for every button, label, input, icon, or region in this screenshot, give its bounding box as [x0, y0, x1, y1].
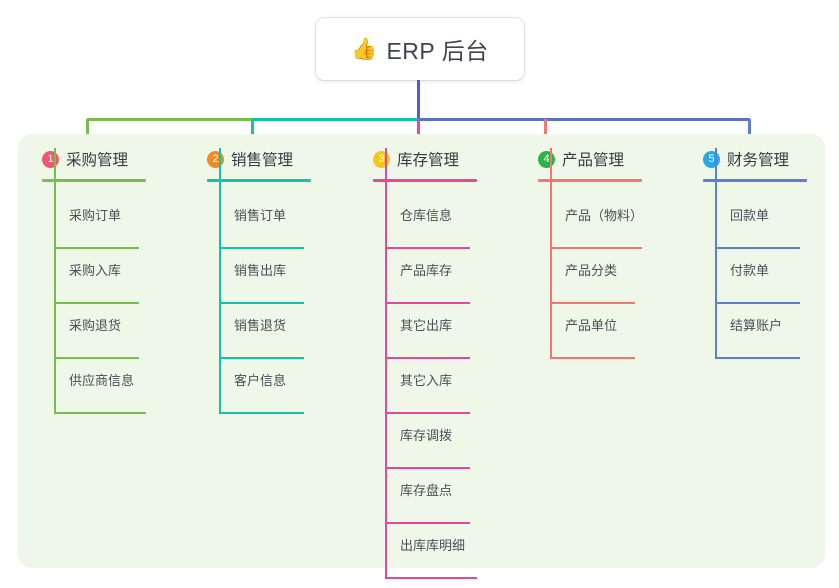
branch-spine: [715, 148, 717, 359]
branch-header-5[interactable]: 5 财务管理: [703, 148, 789, 170]
branch-leaf-underline: [550, 302, 635, 304]
branch-leaf-underline: [385, 247, 470, 249]
branch-leaf-underline: [219, 357, 304, 359]
branch-leaf-underline: [385, 412, 470, 414]
branch-header-underline: [42, 179, 146, 182]
branch-column-2: 2 销售管理销售订单销售出库销售退货客户信息: [207, 148, 311, 414]
branch-column-4: 4 产品管理产品（物料） 产品分类产品单位: [538, 148, 643, 359]
branch-leaf-label: 仓库信息: [400, 208, 453, 223]
bus-green: [87, 117, 253, 121]
branch-leaf-underline: [385, 357, 470, 359]
branch-leaf-underline: [54, 302, 139, 304]
branch-leaf-label: 采购订单: [69, 208, 122, 223]
branch-number-badge: 3: [373, 150, 390, 168]
branch-leaf-label: 库存调拨: [400, 428, 453, 443]
branch-leaf-underline: [385, 522, 470, 524]
branch-leaf-label: 销售退货: [234, 318, 287, 333]
branch-title: 产品管理: [562, 152, 625, 169]
thumbs-up-icon: 👍: [351, 37, 378, 61]
branch-leaf-label: 产品（物料）: [565, 208, 644, 223]
branch-leaf-label: 出库库明细: [400, 538, 466, 553]
branch-header-underline: [703, 179, 807, 182]
branch-header-underline: [373, 179, 477, 182]
branch-leaf-underline: [715, 247, 800, 249]
branch-leaf-label: 库存盘点: [400, 483, 453, 498]
branch-number-badge: 4: [538, 150, 555, 168]
branch-leaf-underline: [54, 357, 139, 359]
branch-leaf-label: 采购退货: [69, 318, 122, 333]
branch-leaf-label: 付款单: [730, 263, 770, 278]
branch-column-5: 5 财务管理回款单付款单结算账户: [703, 148, 807, 359]
branch-spine: [550, 148, 552, 359]
branch-spine: [219, 148, 221, 414]
branch-leaf-label: 其它出库: [400, 318, 453, 333]
bus-teal: [252, 117, 419, 121]
branch-leaf-underline: [385, 467, 470, 469]
branch-leaf-underline: [219, 412, 304, 414]
branch-leaf-label: 产品单位: [565, 318, 618, 333]
branch-leaf-label: 采购入库: [69, 263, 122, 278]
branch-title: 采购管理: [66, 152, 129, 169]
branch-leaf-label: 供应商信息: [69, 373, 135, 388]
root-node-title: ERP 后台: [386, 38, 489, 64]
branch-leaf-underline: [54, 247, 139, 249]
branch-leaf-underline: [219, 302, 304, 304]
branch-number-badge: 1: [42, 150, 59, 168]
bus-blue: [418, 117, 750, 121]
branch-header-underline: [538, 179, 642, 182]
branch-leaf-label: 销售订单: [234, 208, 287, 223]
branch-leaf-label: 其它入库: [400, 373, 453, 388]
branch-column-3: 3 库存管理仓库信息产品库存其它出库其它入库库存调拨库存盘点出库库明细: [373, 148, 477, 579]
branch-leaf-label: 产品分类: [565, 263, 618, 278]
trunk-line: [416, 80, 420, 121]
branch-leaf-label: 结算账户: [730, 318, 783, 333]
branch-title: 财务管理: [727, 152, 790, 169]
branches-panel: [18, 134, 825, 568]
branch-number-badge: 2: [207, 150, 224, 168]
branch-leaf-underline: [385, 302, 470, 304]
branch-number-badge: 5: [703, 150, 720, 168]
branch-leaf-underline: [715, 357, 800, 359]
branch-leaf-underline: [385, 577, 477, 579]
branch-title: 销售管理: [231, 152, 294, 169]
branch-leaf-label: 回款单: [730, 208, 770, 223]
branch-leaf-underline: [219, 247, 304, 249]
branch-leaf-label: 客户信息: [234, 373, 287, 388]
branch-leaf-label: 产品库存: [400, 263, 453, 278]
branch-leaf-underline: [715, 302, 800, 304]
branch-column-1: 1 采购管理采购订单采购入库采购退货供应商信息: [42, 148, 146, 414]
branch-title: 库存管理: [397, 152, 460, 169]
branch-leaf-label: 销售出库: [234, 263, 287, 278]
root-node-card[interactable]: 👍 ERP 后台: [316, 18, 524, 80]
branch-spine: [385, 148, 387, 579]
branch-spine: [54, 148, 56, 414]
branch-leaf-underline: [54, 412, 146, 414]
branch-header-underline: [207, 179, 311, 182]
branch-leaf-underline: [550, 247, 642, 249]
branch-leaf-underline: [550, 357, 635, 359]
